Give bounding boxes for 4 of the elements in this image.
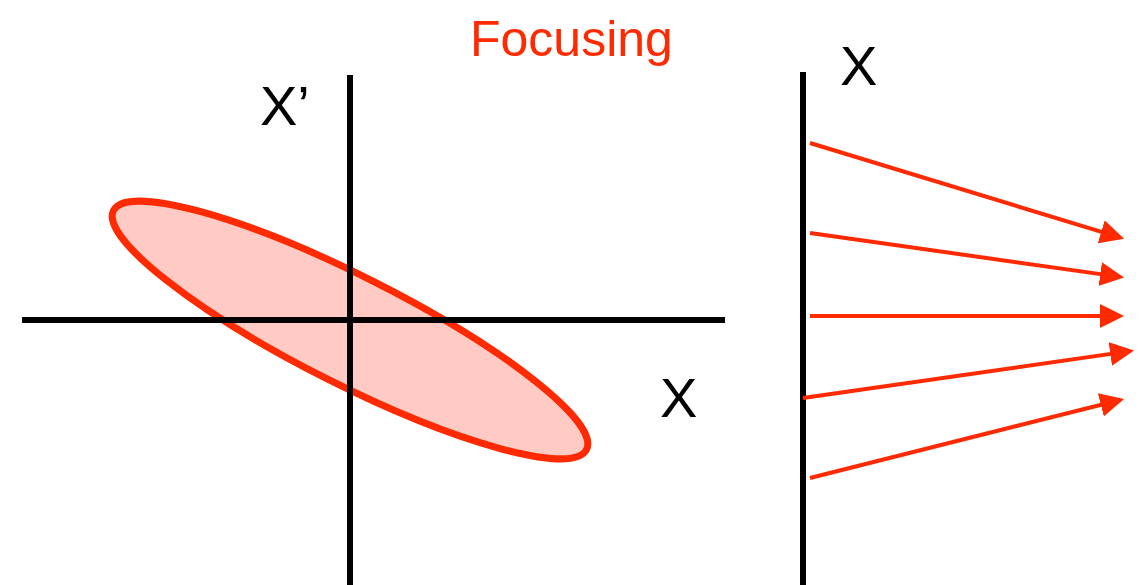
axis-label: X’ <box>260 78 310 134</box>
title: Focusing <box>470 14 673 64</box>
axis-label: X <box>840 38 878 94</box>
axis-label: X <box>660 370 698 426</box>
